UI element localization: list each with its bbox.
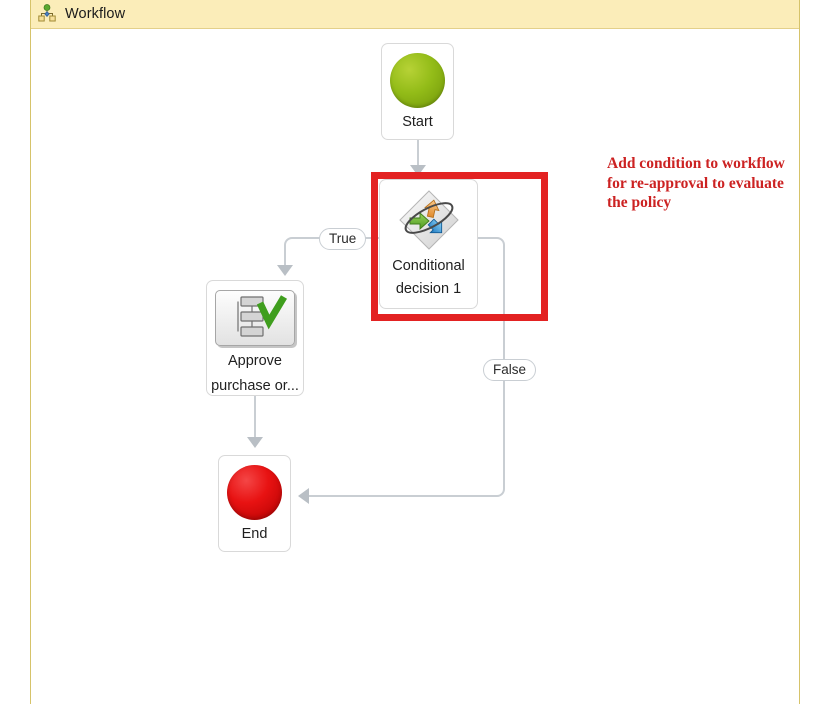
node-conditional-label-line1: Conditional xyxy=(392,258,465,274)
node-approve-label-line1: Approve xyxy=(227,353,282,369)
edge-false-horizontal-top xyxy=(478,237,496,239)
node-conditional-decision[interactable]: Conditional decision 1 xyxy=(379,179,478,309)
edge-false-corner-top xyxy=(495,237,505,247)
workflow-canvas[interactable]: True False Start xyxy=(31,29,799,704)
edge-true-arrowhead xyxy=(277,265,293,276)
annotation-text: Add condition to workflow for re-approva… xyxy=(607,155,785,211)
panel-title: Workflow xyxy=(65,6,126,22)
edge-false-corner-bottom xyxy=(495,487,505,497)
node-approve-label-line2: purchase or... xyxy=(211,378,299,394)
edge-approve-to-end xyxy=(254,396,256,440)
workflow-hierarchy-icon xyxy=(37,4,57,24)
edge-true-corner xyxy=(284,237,294,247)
edge-false-arrowhead xyxy=(298,488,309,504)
node-end-label: End xyxy=(241,526,268,542)
branch-label-false[interactable]: False xyxy=(483,359,537,381)
panel-header: Workflow xyxy=(31,0,799,29)
approve-task-icon xyxy=(215,290,295,346)
edge-true-vertical xyxy=(284,246,286,266)
node-start-label: Start xyxy=(402,114,433,130)
edge-false-horizontal-bottom xyxy=(308,495,496,497)
branch-label-true[interactable]: True xyxy=(319,228,367,250)
edge-start-to-conditional-arrowhead xyxy=(410,165,426,176)
node-end[interactable]: End xyxy=(218,455,291,552)
edge-start-to-conditional xyxy=(417,140,419,169)
node-start[interactable]: Start xyxy=(381,43,454,140)
conditional-decision-icon xyxy=(396,187,462,253)
red-circle-icon xyxy=(227,465,282,520)
node-approve-purchase[interactable]: Approve purchase or... xyxy=(206,280,304,396)
green-circle-icon xyxy=(390,53,445,108)
node-conditional-label-line2: decision 1 xyxy=(395,281,462,297)
workflow-panel: Workflow True False Start xyxy=(30,0,800,704)
edge-approve-to-end-arrowhead xyxy=(247,437,263,448)
